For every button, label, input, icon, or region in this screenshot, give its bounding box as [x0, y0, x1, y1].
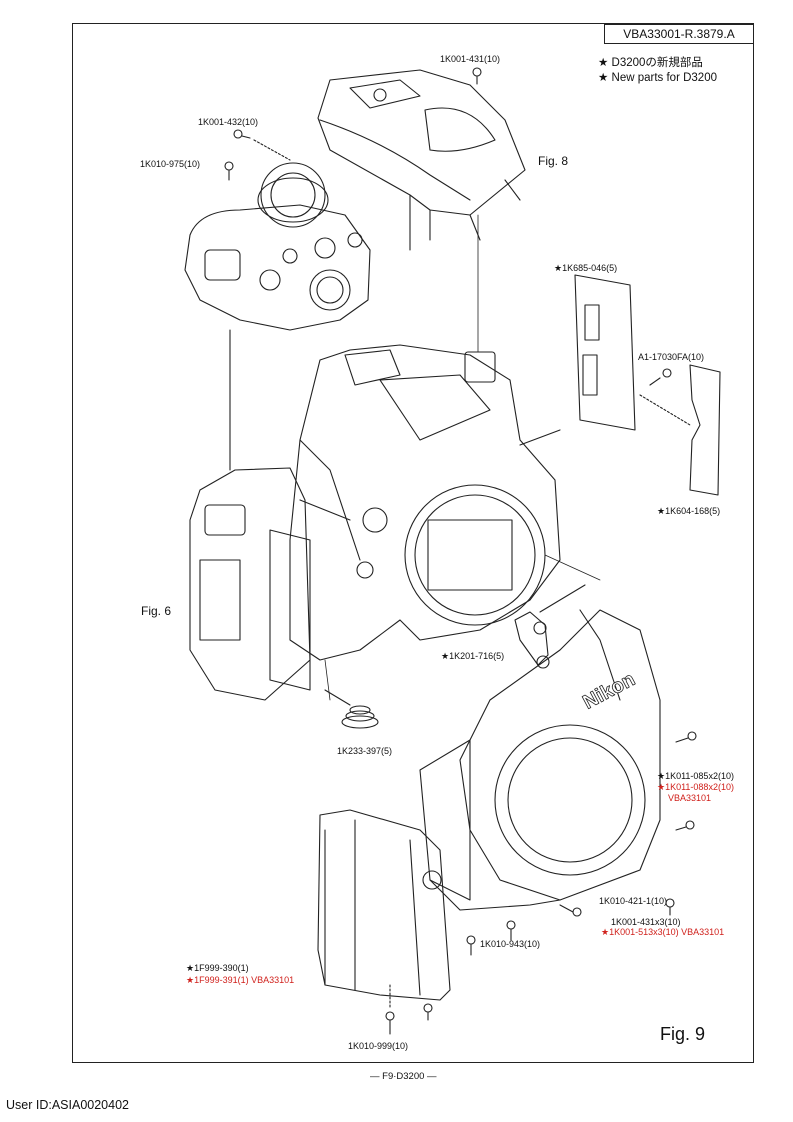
part-label: ★1K685-046(5): [554, 263, 618, 273]
part-label: ★1K011-085x2(10): [657, 771, 734, 781]
part-label: 1K010-975(10): [140, 159, 201, 169]
legend: ★ D3200の新規部品 ★ New parts for D3200: [598, 56, 717, 86]
page-footer: — F9·D3200 —: [370, 1071, 437, 1082]
document-id-box: VBA33001-R.3879.A: [604, 24, 754, 44]
part-label: ★1F999-390(1): [186, 963, 249, 973]
part-label: 1K001-432(10): [198, 117, 259, 127]
figure-ref-fig8: Fig. 8: [538, 154, 569, 168]
nikon-logo-text: Nikon: [579, 668, 638, 714]
front-cover-part: [419, 609, 661, 911]
part-label: 1K001-431(10): [440, 54, 501, 64]
part-label-red: ★1K001-513x3(10) VBA33101: [601, 927, 725, 937]
part-label: A1-17030FA(10): [638, 352, 705, 362]
part-label: 1K010-943(10): [480, 939, 541, 949]
legend-text-en: New parts for D3200: [611, 72, 717, 84]
diagram-frame: [72, 23, 754, 1063]
contact-spring-part: [514, 584, 586, 669]
mode-dial-cover-part: [184, 162, 371, 331]
spring-part: [324, 689, 379, 729]
part-label: 1K233-397(5): [337, 746, 393, 756]
part-label: ★1K201-716(5): [441, 651, 505, 661]
star-icon: ★: [598, 57, 609, 69]
grip-part: [317, 809, 451, 1001]
top-screws: [224, 67, 482, 181]
figure-ref-fig6: Fig. 6: [141, 604, 172, 618]
part-label: 1K001-431x3(10): [611, 917, 681, 927]
legend-item-en: ★ New parts for D3200: [598, 71, 717, 86]
leader-lines: [324, 214, 601, 701]
part-label: 1K010-421-1(10): [599, 896, 668, 906]
star-icon: ★: [598, 72, 609, 84]
part-label-red: VBA33101: [668, 793, 712, 803]
part-label-red: ★1K011-088x2(10): [657, 782, 734, 792]
part-label: ★1K604-168(5): [657, 506, 721, 516]
bracket-plate-part: [639, 364, 721, 496]
figure-title: Fig. 9: [660, 1024, 706, 1044]
left-assembly-part: [189, 329, 311, 701]
part-label: 1K010-999(10): [348, 1041, 409, 1051]
pcb-bracket-part: [519, 274, 636, 446]
user-id: User ID:ASIA0020402: [6, 1098, 129, 1112]
legend-item-ja: ★ D3200の新規部品: [598, 56, 717, 71]
part-label-red: ★1F999-391(1) VBA33101: [186, 975, 295, 985]
small-screws: [385, 731, 697, 1035]
main-body-part: [289, 344, 561, 661]
legend-text-ja: D3200の新規部品: [611, 57, 703, 69]
top-cover-part: [317, 69, 526, 251]
